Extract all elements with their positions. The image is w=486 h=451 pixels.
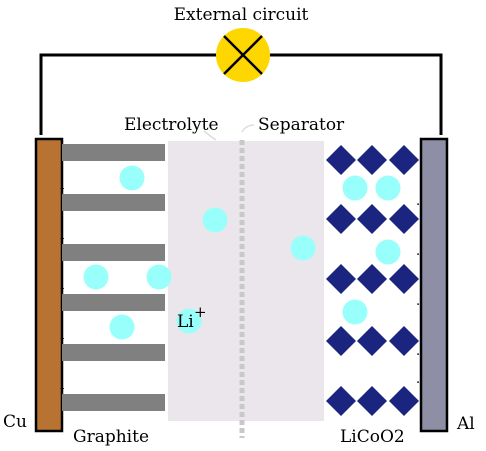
- circuit-wire-left: [39, 53, 217, 135]
- dot-mark: .: [416, 344, 420, 359]
- graphite-layer: [62, 244, 165, 261]
- diamond-icon: [389, 145, 419, 175]
- li-ion-icon: [342, 175, 368, 201]
- dot-mark: .: [416, 244, 420, 259]
- li-ion-icon: [176, 308, 202, 334]
- diamond-icon: [326, 326, 356, 356]
- minus-sign: -: [60, 181, 64, 196]
- li-ion-icon: [202, 207, 228, 233]
- al-label: Al: [456, 414, 475, 434]
- copper-electrode: [34, 137, 64, 433]
- circuit-wire-right: [270, 53, 443, 135]
- dot-mark: .: [416, 294, 420, 309]
- diamond-icon: [357, 386, 387, 416]
- li-ion-icon: [109, 314, 135, 340]
- graphite-layer: [62, 194, 165, 211]
- graphite-layer: [62, 294, 165, 311]
- lamp-x-icon: [216, 28, 270, 82]
- minus-sign: -: [60, 231, 64, 246]
- separator-leader: [241, 124, 255, 133]
- external-circuit-label: External circuit: [174, 5, 309, 25]
- diamond-icon: [389, 204, 419, 234]
- li-ion-label: Li: [177, 312, 194, 332]
- diamond-icon: [326, 264, 356, 294]
- li-ion-icon: [375, 175, 401, 201]
- licoo2-label: LiCoO2: [340, 427, 405, 447]
- aluminum-electrode: [419, 137, 449, 433]
- graphite-layers: [62, 144, 165, 411]
- li-ion-icon: [375, 239, 401, 265]
- cathode-dot-marks: . . . . .: [416, 194, 420, 387]
- graphite-layer: [62, 144, 165, 161]
- li-ion-icon: [290, 235, 316, 261]
- dot-mark: .: [416, 194, 420, 209]
- diamond-icon: [357, 326, 387, 356]
- diamond-icon: [326, 386, 356, 416]
- diamond-icon: [357, 264, 387, 294]
- separator-label: Separator: [258, 115, 345, 135]
- li-ion-icon: [119, 165, 145, 191]
- minus-sign: -: [60, 381, 64, 396]
- li-ion-icon: [146, 264, 172, 290]
- li-ion-charge: +: [194, 303, 207, 321]
- electrolyte-leader: [203, 130, 217, 141]
- minus-sign: -: [60, 331, 64, 346]
- cu-label: Cu: [3, 412, 27, 432]
- graphite-label: Graphite: [73, 427, 149, 447]
- diamond-icon: [389, 264, 419, 294]
- li-ion-icon: [342, 299, 368, 325]
- diamond-icon: [389, 386, 419, 416]
- diamond-icon: [326, 145, 356, 175]
- electrolyte-region: [168, 141, 324, 421]
- li-ions: [83, 165, 401, 340]
- minus-sign: -: [60, 281, 64, 296]
- graphite-layer: [62, 394, 165, 411]
- li-ion-icon: [83, 264, 109, 290]
- licoo2-crystals: [326, 145, 419, 416]
- dot-mark: .: [416, 372, 420, 387]
- diamond-icon: [389, 326, 419, 356]
- diamond-icon: [357, 145, 387, 175]
- anode-minus-marks: - - - - -: [60, 181, 64, 396]
- diamond-icon: [326, 204, 356, 234]
- electrolyte-label: Electrolyte: [124, 115, 219, 135]
- graphite-layer: [62, 344, 165, 361]
- diamond-icon: [357, 204, 387, 234]
